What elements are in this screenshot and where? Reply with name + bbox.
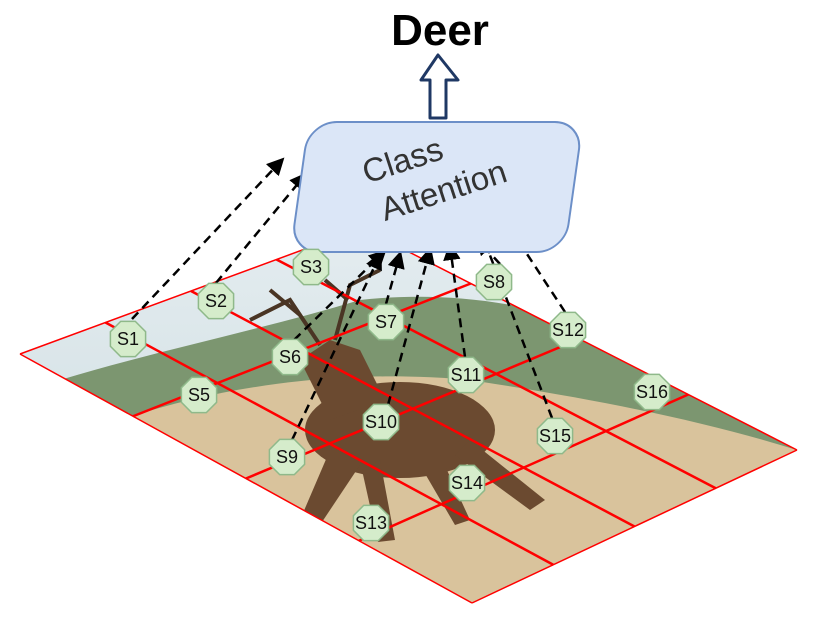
arrow-s2 bbox=[215, 172, 308, 284]
patch-node-shape bbox=[352, 504, 390, 542]
patch-node-label: S14 bbox=[451, 473, 483, 493]
patch-node-label: S16 bbox=[636, 382, 668, 402]
output-class-label: Deer bbox=[391, 6, 489, 55]
arrow-s15 bbox=[479, 233, 554, 419]
output-up-arrow-icon bbox=[419, 53, 460, 120]
patch-node-shape bbox=[271, 338, 309, 376]
patch-node-shape bbox=[292, 248, 330, 286]
patch-node-label: S2 bbox=[205, 291, 227, 311]
patch-grid bbox=[19, 227, 798, 604]
patch-node-shape bbox=[367, 303, 405, 341]
patch-node-shape bbox=[362, 403, 400, 441]
grid-line-row-4 bbox=[471, 449, 798, 604]
patch-node-shape bbox=[633, 373, 671, 411]
patch-node-s7: S7 bbox=[367, 303, 405, 341]
arrow-s11 bbox=[443, 242, 467, 358]
patch-node-label: S12 bbox=[552, 320, 584, 340]
deer-shape bbox=[300, 340, 545, 542]
patch-node-shape bbox=[549, 311, 587, 349]
patch-node-s2: S2 bbox=[197, 282, 235, 320]
patch-node-s10: S10 bbox=[362, 403, 400, 441]
patch-node-s6: S6 bbox=[271, 338, 309, 376]
patch-node-shape bbox=[180, 376, 218, 414]
patch-node-s5: S5 bbox=[180, 376, 218, 414]
arrow-s10 bbox=[386, 246, 435, 406]
arrow-s6 bbox=[293, 249, 387, 341]
patch-node-s13: S13 bbox=[352, 504, 390, 542]
patch-node-shape bbox=[448, 464, 486, 502]
patch-node-s8: S8 bbox=[475, 263, 513, 301]
patch-node-shape bbox=[475, 263, 513, 301]
patch-node-label: S7 bbox=[375, 312, 397, 332]
patch-node-label: S5 bbox=[188, 385, 210, 405]
patch-node-shape bbox=[268, 438, 306, 476]
patch-node-s12: S12 bbox=[549, 311, 587, 349]
patch-node-s16: S16 bbox=[633, 373, 671, 411]
patch-node-shape bbox=[447, 356, 485, 394]
grid-line-row-3 bbox=[358, 393, 689, 542]
patch-node-shape bbox=[197, 282, 235, 320]
patch-node-label: S15 bbox=[539, 426, 571, 446]
arrow-s7 bbox=[384, 250, 405, 305]
patch-node-label: S3 bbox=[300, 257, 322, 277]
patch-node-label: S10 bbox=[365, 412, 397, 432]
patch-node-shape bbox=[536, 417, 574, 455]
class-attention-box: Class Attention bbox=[293, 121, 581, 253]
patch-node-s14: S14 bbox=[448, 464, 486, 502]
patch-node-label: S13 bbox=[355, 513, 387, 533]
patch-node-shape bbox=[109, 320, 147, 358]
patch-node-s15: S15 bbox=[536, 417, 574, 455]
patch-node-s11: S11 bbox=[447, 356, 485, 394]
arrow-s12 bbox=[506, 222, 567, 313]
patch-node-label: S1 bbox=[117, 329, 139, 349]
patch-node-s3: S3 bbox=[292, 248, 330, 286]
patch-node-s1: S1 bbox=[109, 320, 147, 358]
patch-node-label: S11 bbox=[451, 365, 482, 385]
patch-node-label: S6 bbox=[279, 347, 301, 367]
grid-line-col-3 bbox=[275, 258, 717, 490]
patch-node-label: S8 bbox=[483, 272, 505, 292]
patch-node-label: S9 bbox=[276, 447, 298, 467]
arrow-s9 bbox=[290, 251, 382, 441]
patch-node-s9: S9 bbox=[268, 438, 306, 476]
arrow-s1 bbox=[131, 157, 285, 320]
